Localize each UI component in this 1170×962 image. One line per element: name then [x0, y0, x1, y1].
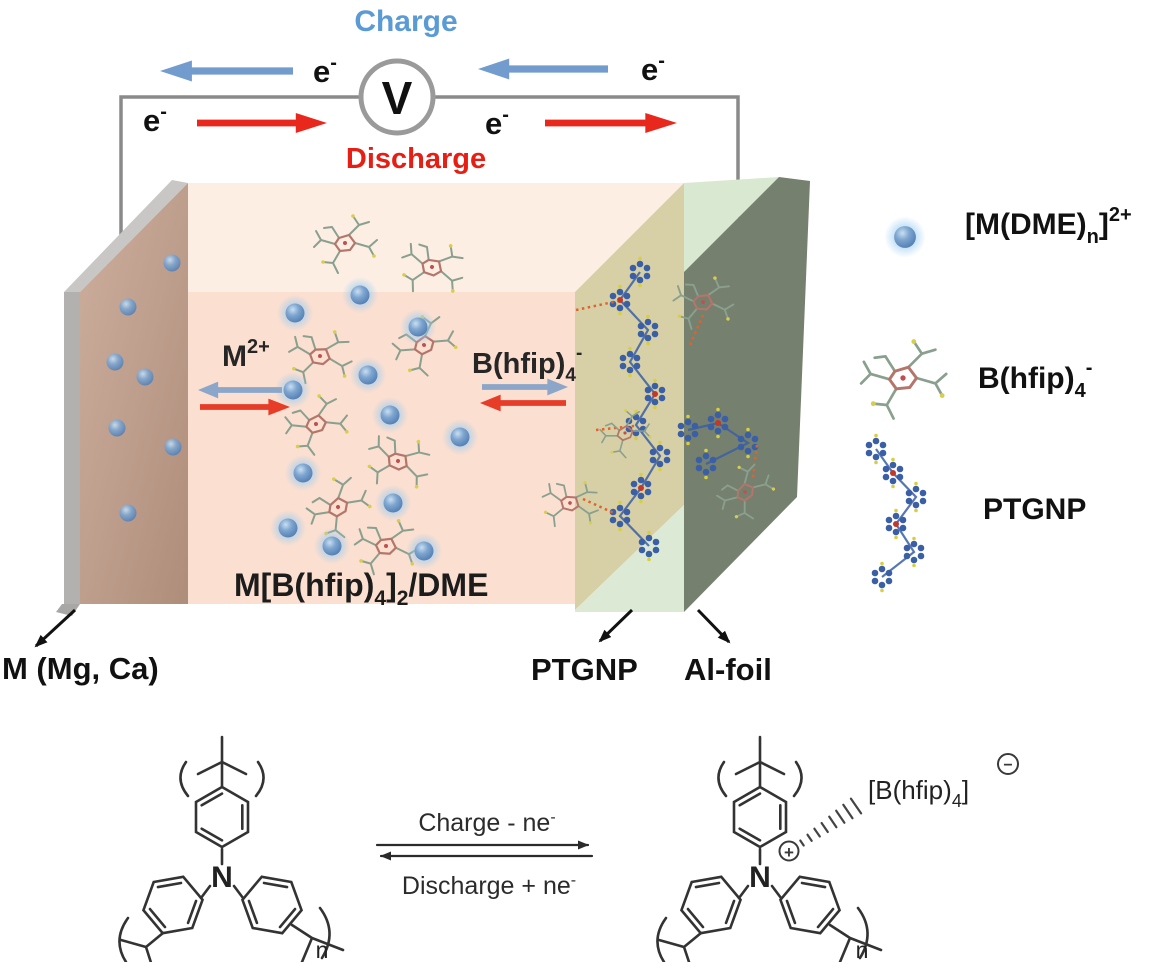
cathode-polymer-network	[533, 256, 785, 562]
anode-pointer-arrow	[34, 608, 77, 648]
voltmeter-icon	[358, 58, 436, 136]
borate-anion-icon	[859, 337, 948, 420]
legend-polymer-label: PTGNP	[983, 493, 1086, 526]
nitrogen-label: N	[749, 861, 771, 894]
legend-anion-label: B(hfip)4-	[978, 357, 1092, 402]
cathode-front-face	[575, 505, 684, 612]
svg-text:−: −	[1003, 757, 1012, 774]
anode-top-bevel	[64, 180, 188, 292]
anode-slab	[56, 180, 188, 616]
anode-edge	[64, 292, 80, 604]
cathode-inner-face	[575, 183, 684, 610]
electron-label-charge-left: e-	[313, 52, 337, 89]
discharge-reaction-label: Discharge + ne-	[402, 872, 576, 900]
electron-flow-arrow-charge-left	[160, 60, 293, 82]
voltmeter-label: V	[382, 72, 413, 124]
charge-reaction-label: Charge - ne-	[418, 809, 555, 837]
legend: [M(DME)n]2+ B(hfip)4- PTGNP	[859, 204, 1132, 593]
positive-charge-icon: +	[778, 840, 800, 862]
electrolyte-top-face	[80, 183, 684, 292]
discharge-label: Discharge	[346, 143, 486, 175]
negative-charge-icon: −	[997, 753, 1019, 775]
electron-flow-arrow-charge-right	[478, 58, 608, 80]
foil-pointer-arrow	[696, 608, 731, 644]
electrolyte-label: M[B(hfip)4]2/DME	[234, 567, 488, 610]
svg-text:+: +	[784, 843, 794, 862]
electron-label-charge-right: e-	[641, 50, 665, 87]
foil-label: Al-foil	[684, 652, 772, 687]
al-foil-slab	[684, 177, 810, 612]
battery-cell: M2+ B(hfip)4- M[B(hfip)4]2/DME	[2, 177, 810, 687]
charge-label: Charge	[354, 5, 457, 38]
nitrogen-label: N	[211, 861, 233, 894]
redox-reaction-scheme: N n Charge - ne- Discharge + ne- N n	[118, 735, 1019, 962]
electron-flow-arrow-discharge-left	[197, 113, 327, 133]
electron-flow-arrow-discharge-right	[545, 113, 677, 133]
external-circuit: Charge e- e- V e- e- Discharge	[119, 5, 740, 240]
repeat-unit-label: n	[316, 937, 329, 962]
anode-label: M (Mg, Ca)	[2, 651, 159, 686]
electron-label-discharge-left: e-	[143, 101, 167, 138]
counter-ion-label: [B(hfip)4]	[868, 775, 969, 811]
anion-shuttle-label: B(hfip)4-	[472, 343, 582, 386]
neutral-polymer-structure: N n	[118, 735, 345, 962]
ionic-bond-hash	[799, 797, 863, 847]
cation-shuttle-label: M2+	[222, 336, 270, 373]
oxidized-polymer-structure: N n + [B(hfip)4] −	[656, 735, 1019, 962]
repeat-unit-label: n	[856, 937, 869, 962]
cathode-label: PTGNP	[531, 652, 638, 687]
anode-face	[80, 183, 188, 604]
electron-label-discharge-right: e-	[485, 104, 509, 141]
anode-bottom-bevel	[56, 604, 80, 616]
cathode-pointer-arrow	[598, 608, 634, 643]
ptgnp-polymer-icon	[865, 433, 927, 593]
legend-cation-label: [M(DME)n]2+	[965, 204, 1132, 248]
solvated-cation-icon	[884, 216, 926, 258]
